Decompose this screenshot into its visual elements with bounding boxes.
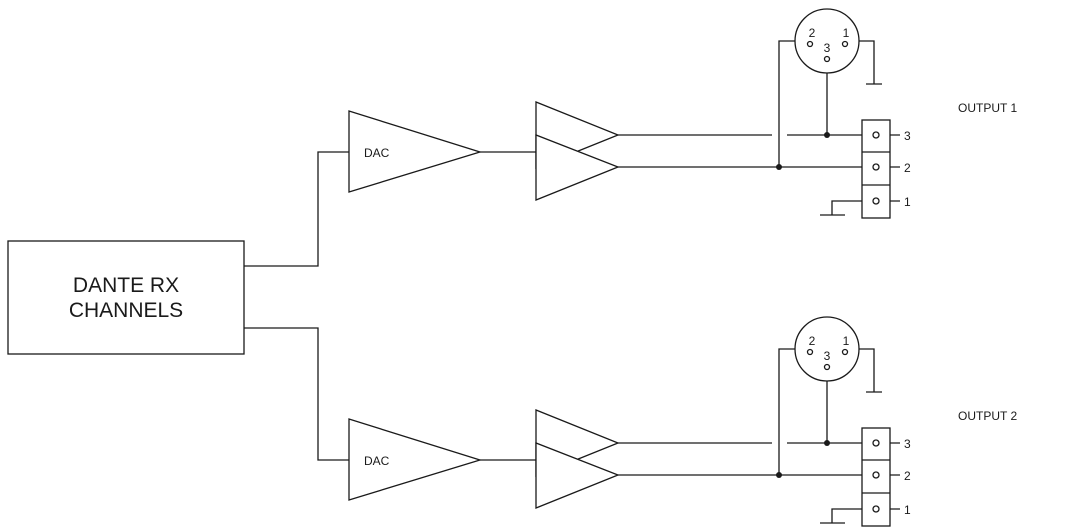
xlr-pin2-tie-2 xyxy=(778,348,796,475)
output-1-label: OUTPUT 1 xyxy=(958,101,1017,115)
xlr-1-pin-label-1: 1 xyxy=(843,26,850,40)
terminal-1-label-2: 2 xyxy=(904,161,911,175)
balanced-driver-2 xyxy=(535,409,620,509)
terminal-2-label-3: 3 xyxy=(904,437,911,451)
balanced-driver-1 xyxy=(535,101,620,201)
xlr-pin1-ground-1 xyxy=(858,40,882,85)
dante-rx-label-line1: DANTE RX xyxy=(73,274,179,297)
feed-line-2 xyxy=(244,327,349,461)
terminal-block-1: 3 2 1 xyxy=(820,119,911,219)
terminal-1-label-1: 1 xyxy=(904,195,911,209)
dac-1: DAC xyxy=(348,110,483,193)
terminal-2-label-1: 1 xyxy=(904,503,911,517)
terminal-ground-1 xyxy=(820,200,862,216)
xlr-1-pin-label-3: 3 xyxy=(824,41,831,55)
xlr-1-pin-label-2: 2 xyxy=(809,26,816,40)
xlr-pin2-tie-1 xyxy=(778,40,796,167)
terminal-1-label-3: 3 xyxy=(904,129,911,143)
channel-1: DAC 2 3 1 xyxy=(348,8,1017,219)
terminal-ground-2 xyxy=(820,508,862,524)
dac-2-label: DAC xyxy=(364,454,390,468)
terminal-2-label-2: 2 xyxy=(904,469,911,483)
output-2-label: OUTPUT 2 xyxy=(958,409,1017,423)
terminal-block-2: 3 2 1 xyxy=(820,427,911,527)
dac-1-label: DAC xyxy=(364,146,390,160)
dac-2: DAC xyxy=(348,418,483,501)
xlr-connector-1: 2 3 1 xyxy=(794,8,860,74)
channel-2: DAC 2 3 1 xyxy=(348,316,1017,527)
xlr-2-pin-label-2: 2 xyxy=(809,334,816,348)
xlr-2-pin-label-1: 1 xyxy=(843,334,850,348)
dante-rx-label-line2: CHANNELS xyxy=(69,299,183,322)
feed-line-1 xyxy=(244,151,349,267)
xlr-connector-2: 2 3 1 xyxy=(794,316,860,382)
xlr-pin1-ground-2 xyxy=(858,348,882,393)
xlr-2-pin-label-3: 3 xyxy=(824,349,831,363)
dante-rx-block: DANTE RX CHANNELS xyxy=(7,240,245,355)
